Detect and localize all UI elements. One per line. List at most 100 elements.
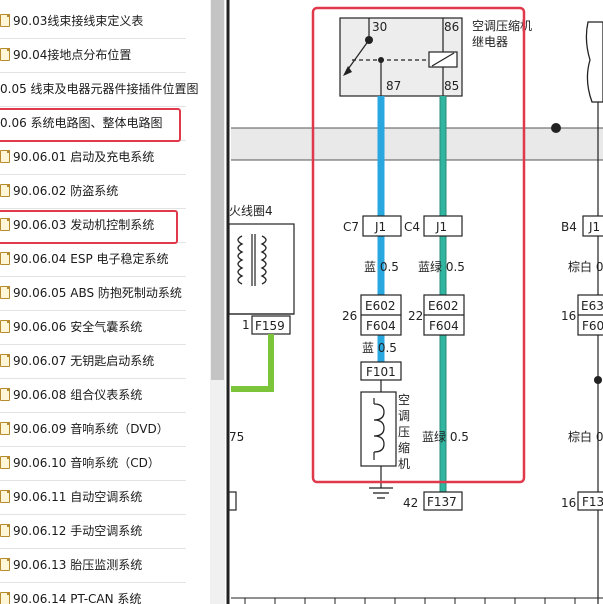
f13-right: F13 <box>582 495 603 509</box>
compressor-coil <box>373 403 385 453</box>
toc-item-label: 90.06.07 无钥匙启动系统 <box>13 354 155 368</box>
sidebar-scrollbar[interactable] <box>210 0 225 604</box>
compressor-label-3: 缩 <box>398 440 410 455</box>
toc-item-label: 90.06.03 发动机控制系统 <box>13 218 155 232</box>
relay-name-line1: 空调压缩机 <box>472 18 532 33</box>
label-75: 75 <box>229 430 244 444</box>
toc-item-label: 90.06.04 ESP 电子稳定系统 <box>13 252 169 266</box>
f137: F137 <box>427 495 457 509</box>
conn-b4: B4 <box>561 220 577 234</box>
toc-item[interactable]: 0.05 线束及电器元器件接插件位置图 <box>0 73 199 107</box>
toc-item-label: 90.04接地点分布位置 <box>13 48 132 62</box>
f137-box <box>423 491 463 511</box>
toc-item-label: 90.06.05 ABS 防抱死制动系统 <box>13 286 182 300</box>
wiring-diagram: 30 86 87 85 空调压缩机 继电器 C7 J1 C4 J1 蓝 0.5 … <box>226 0 603 604</box>
doc-icon <box>0 320 10 333</box>
toc-item[interactable]: 90.06.02 防盗系统 <box>0 175 186 209</box>
conn-j-right: J1 <box>588 220 600 234</box>
compressor-label-4: 机 <box>398 457 410 471</box>
conn-c4: C4 <box>404 220 420 234</box>
e602-a: E602 <box>365 299 396 313</box>
doc-icon <box>0 252 10 265</box>
toc-item[interactable]: 90.04接地点分布位置 <box>0 39 186 73</box>
doc-icon <box>0 184 10 197</box>
f604-b: F604 <box>429 319 459 333</box>
bus-band <box>231 128 603 160</box>
toc-item-label: 90.06.01 启动及充电系统 <box>13 150 155 164</box>
toc-item-label: 90.06.11 自动空调系统 <box>13 490 143 504</box>
toc-item[interactable]: 90.06.04 ESP 电子稳定系统 <box>0 243 186 277</box>
toc-item[interactable]: 90.06.07 无钥匙启动系统 <box>0 345 186 379</box>
doc-icon <box>0 558 10 571</box>
relay-pin-85: 85 <box>444 79 459 93</box>
pin-16-b: 16 <box>561 496 576 510</box>
doc-icon <box>0 592 10 604</box>
junction-dot <box>551 123 561 133</box>
ignition-coil-label: 火线圈4 <box>229 204 273 218</box>
pin-22: 22 <box>408 309 423 323</box>
toc-item[interactable]: 90.06.05 ABS 防抱死制动系统 <box>0 277 186 311</box>
doc-icon <box>0 524 10 537</box>
toc-item[interactable]: 90.06.08 组合仪表系统 <box>0 379 186 413</box>
toc-item[interactable]: 90.06.06 安全气囊系统 <box>0 311 186 345</box>
doc-icon <box>0 388 10 401</box>
wire-label-bluegreen-1: 蓝绿 0.5 <box>418 259 465 274</box>
toc-item-label: 90.06.08 组合仪表系统 <box>13 388 143 402</box>
compressor-label-2: 压 <box>398 425 410 439</box>
toc-item[interactable]: 90.06.01 启动及充电系统 <box>0 141 186 175</box>
f101: F101 <box>366 365 396 379</box>
bottom-strip-ticks <box>244 598 576 604</box>
toc-item-label: 90.03线束接线束定义表 <box>13 14 144 28</box>
relay-pin-86: 86 <box>444 20 459 34</box>
relay-switch-arrow <box>343 66 352 76</box>
conn-j1-a: J1 <box>374 220 386 234</box>
toc-item-label: 90.06.06 安全气囊系统 <box>13 320 143 334</box>
scrollbar-thumb[interactable] <box>211 0 224 380</box>
f159: F159 <box>255 319 285 333</box>
toc-highlight-box <box>0 210 178 244</box>
toc-sidebar: 90.03线束接线束定义表 90.04接地点分布位置 0.05 线束及电器元器件接插… <box>0 0 210 604</box>
relay-name-line2: 继电器 <box>472 35 508 49</box>
toc-highlight-box <box>0 108 181 142</box>
toc-item[interactable]: 90.06.09 音响系统（DVD） <box>0 413 186 447</box>
toc-item[interactable]: 90.06.13 胎压监测系统 <box>0 549 186 583</box>
toc-item-label: 90.06.14 PT-CAN 系统 <box>13 592 142 604</box>
wire-label-brownwhite-1: 棕白 0.5 <box>568 259 603 274</box>
compressor-box <box>360 391 397 467</box>
toc-item[interactable]: 90.06.12 手动空调系统 <box>0 515 186 549</box>
f604-a: F604 <box>366 319 396 333</box>
toc-item[interactable]: 90.03线束接线束定义表 <box>0 5 186 39</box>
toc-item-label: 0.05 线束及电器元器件接插件位置图 <box>0 82 199 96</box>
doc-icon <box>0 490 10 503</box>
e602-b: E602 <box>428 299 459 313</box>
e63-right: E63 <box>581 299 603 313</box>
conn-j1-a-box <box>362 215 402 237</box>
doc-icon <box>0 150 10 163</box>
doc-icon <box>0 218 10 231</box>
wire-label-bluegreen-2: 蓝绿 0.5 <box>422 429 469 444</box>
diagram-highlight-box <box>311 6 526 484</box>
conn-j1-b-box <box>423 215 463 237</box>
doc-icon <box>0 48 10 61</box>
toc-item-label: 90.06.12 手动空调系统 <box>13 524 143 538</box>
ignition-coil-winding <box>237 235 244 285</box>
wire-green <box>231 334 274 392</box>
relay-pin-30: 30 <box>372 20 387 34</box>
toc-item[interactable]: 90.06.11 自动空调系统 <box>0 481 186 515</box>
doc-icon <box>0 14 10 27</box>
toc-item-label: 90.06.09 音响系统（DVD） <box>13 422 169 436</box>
toc-item-label: 90.06.10 音响系统（CD） <box>13 456 160 470</box>
relay-switch-arm <box>345 39 370 73</box>
wire-label-blue-2: 蓝 0.5 <box>362 341 397 355</box>
conn-c7: C7 <box>343 220 359 234</box>
toc-item[interactable]: 90.06.14 PT-CAN 系统 <box>0 583 186 604</box>
relay-pin-87: 87 <box>386 79 401 93</box>
relay-coil-slash <box>431 52 455 67</box>
compressor-label-0: 空 <box>398 393 410 407</box>
wire-label-brownwhite-2: 棕白 0.5 <box>568 429 603 444</box>
toc-item-label: 90.06.13 胎压监测系统 <box>13 558 143 572</box>
toc-item[interactable]: 90.06.10 音响系统（CD） <box>0 447 186 481</box>
compressor-label-1: 调 <box>398 409 410 423</box>
doc-icon <box>0 456 10 469</box>
toc-item-label: 0.06 系统电路图、整体电路图 <box>0 116 163 130</box>
